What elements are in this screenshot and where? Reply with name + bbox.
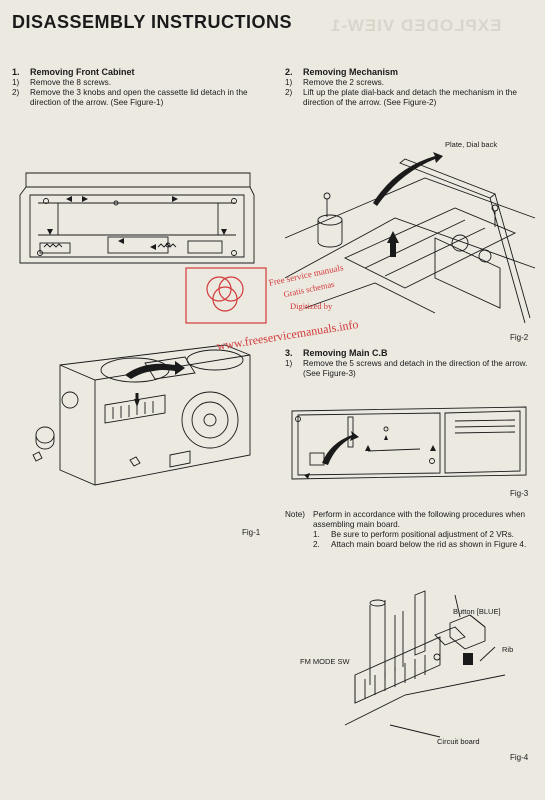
- callout-fm-mode-sw: FM MODE SW: [300, 657, 350, 666]
- watermark-line3: Digitized by: [290, 301, 333, 311]
- figure-2-mechanism: [284, 152, 536, 324]
- step: 2) Lift up the plate dial-back and detac…: [285, 88, 517, 107]
- page-title: DISASSEMBLY INSTRUCTIONS: [12, 12, 293, 32]
- callout-circuit-board: Circuit board: [437, 737, 480, 746]
- section-front-cabinet: 1.Removing Front Cabinet 1) Remove the 8…: [12, 67, 262, 108]
- callout-button-blue: Button [BLUE]: [453, 607, 501, 616]
- section-heading: 3.Removing Main C.B: [285, 348, 388, 358]
- fig3-label: Fig-3: [510, 489, 529, 498]
- step: 1) Remove the 5 screws and detach in the…: [285, 359, 528, 378]
- section-heading: 1.Removing Front Cabinet: [12, 67, 135, 77]
- section-heading: 2.Removing Mechanism: [285, 67, 399, 77]
- figure-1-boombox: [32, 344, 251, 486]
- ghost-heading: EXPLODED VIEW-1: [330, 16, 502, 35]
- step: 1) Remove the 8 screws.: [12, 78, 111, 87]
- callout-rib: Rib: [502, 645, 514, 654]
- fig4-label: Fig-4: [510, 753, 529, 762]
- note-item: 1. Be sure to perform positional adjustm…: [313, 530, 514, 539]
- figure-4-button-rib: [344, 590, 506, 738]
- assembly-note: Note) Perform in accordance with the fol…: [285, 510, 535, 550]
- figure-3-main-board: [291, 406, 527, 480]
- figure-1-cabinet-frame: [19, 172, 255, 264]
- step: 2) Remove the 3 knobs and open the casse…: [12, 88, 248, 107]
- fig1-label: Fig-1: [242, 528, 261, 537]
- callout-plate-dial-back: Plate, Dial back: [445, 140, 498, 149]
- fig2-label: Fig-2: [510, 333, 529, 342]
- step: 1) Remove the 2 screws.: [285, 78, 384, 87]
- note-item: 2. Attach main board below the rid as sh…: [313, 540, 527, 549]
- section-main-cb: 3.Removing Main C.B 1) Remove the 5 scre…: [285, 348, 535, 379]
- section-mechanism: 2.Removing Mechanism 1) Remove the 2 scr…: [285, 67, 535, 108]
- watermark-stamp: [185, 267, 267, 324]
